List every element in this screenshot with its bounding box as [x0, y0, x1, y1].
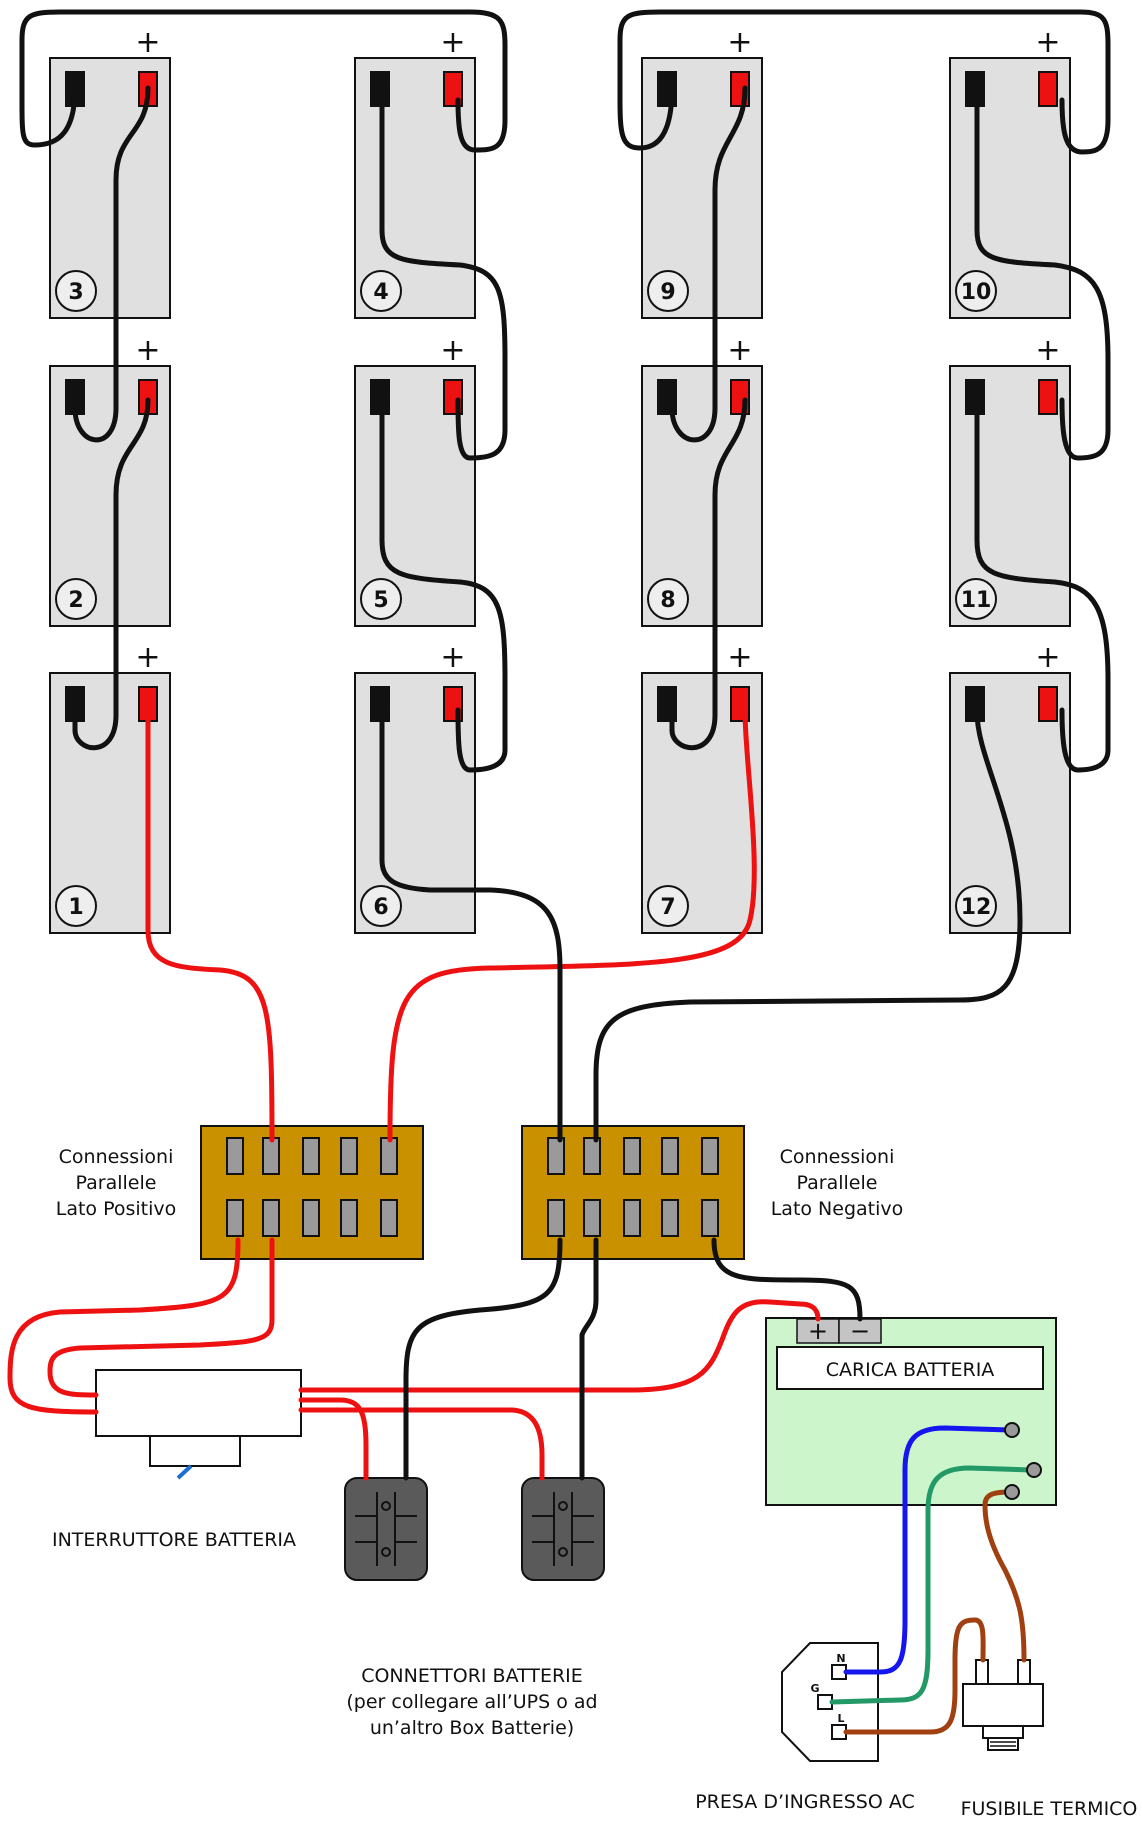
battery-number: 2	[68, 588, 83, 613]
pos-bus-label-line3: Lato Positivo	[56, 1198, 177, 1220]
connectors-label-line2: (per collegare all’UPS o ad	[346, 1691, 597, 1713]
battery-charger: CARICA BATTERIA + −	[765, 1317, 1057, 1506]
positive-terminal	[1038, 686, 1058, 722]
battery-plus-sign: +	[1035, 333, 1060, 368]
battery-plus-sign: +	[727, 640, 752, 675]
battery-plus-sign: +	[135, 333, 160, 368]
battery-number: 3	[68, 280, 83, 305]
battery-plus-sign: +	[135, 25, 160, 60]
neg-bus-label-line3: Lato Negativo	[771, 1198, 904, 1220]
thermal-fuse	[962, 1659, 1044, 1751]
pin-n-label: N	[836, 1652, 845, 1665]
pin-g-label: G	[810, 1682, 819, 1695]
battery-3: +3	[49, 25, 171, 319]
pos-bus-label-line2: Parallele	[76, 1172, 157, 1194]
battery-number: 12	[961, 895, 992, 920]
switch-label: INTERRUTTORE BATTERIA	[52, 1529, 296, 1551]
battery-number: 6	[373, 895, 388, 920]
pin-l-label: L	[837, 1712, 844, 1725]
battery-plus-sign: +	[440, 333, 465, 368]
neg-bus-label-line2: Parallele	[797, 1172, 878, 1194]
battery-7: +7	[641, 640, 763, 934]
fuse-label: FUSIBILE TERMICO	[961, 1798, 1138, 1820]
battery-plus-sign: +	[727, 333, 752, 368]
battery-9: +9	[641, 25, 763, 319]
positive-terminal	[1038, 379, 1058, 415]
battery-plus-sign: +	[135, 640, 160, 675]
battery-switch	[95, 1369, 302, 1480]
battery-number: 9	[660, 280, 675, 305]
connectors-label-line1: CONNETTORI BATTERIE	[361, 1665, 583, 1687]
pos-bus-label-line1: Connessioni	[59, 1146, 174, 1168]
battery-8: +8	[641, 333, 763, 627]
battery-connector-right	[521, 1477, 605, 1581]
battery-plus-sign: +	[440, 640, 465, 675]
battery-number: 11	[961, 588, 992, 613]
positive-bus-bar	[200, 1125, 424, 1260]
battery-4: +4	[354, 25, 476, 319]
battery-connector-left	[344, 1477, 428, 1581]
battery-number: 1	[68, 895, 83, 920]
labels: Connessioni Parallele Lato Positivo Conn…	[52, 1146, 1137, 1820]
battery-2: +2	[49, 333, 171, 627]
battery-number: 4	[373, 280, 388, 305]
connectors-label-line3: un’altro Box Batterie)	[370, 1717, 574, 1739]
charger-label: CARICA BATTERIA	[826, 1359, 995, 1381]
neg-bus-label-line1: Connessioni	[780, 1146, 895, 1168]
battery-number: 8	[660, 588, 675, 613]
battery-bank: +1+2+3+4+5+6+7+8+9+10+11+12	[49, 25, 1071, 934]
battery-1: +1	[49, 640, 171, 934]
battery-12: +12	[949, 640, 1071, 934]
positive-terminal	[1038, 71, 1058, 107]
wires	[7, 9, 1111, 1735]
battery-plus-sign: +	[1035, 25, 1060, 60]
negative-bus-bar	[521, 1125, 745, 1260]
battery-plus-sign: +	[440, 25, 465, 60]
battery-number: 7	[660, 895, 675, 920]
charger-minus-terminal: −	[850, 1317, 870, 1345]
battery-plus-sign: +	[1035, 640, 1060, 675]
battery-plus-sign: +	[727, 25, 752, 60]
positive-terminal	[443, 71, 463, 107]
battery-number: 10	[961, 280, 992, 305]
charger-plus-terminal: +	[808, 1317, 828, 1345]
ac-inlet-label: PRESA D’INGRESSO AC	[695, 1791, 915, 1813]
battery-number: 5	[373, 588, 388, 613]
battery-10: +10	[949, 25, 1071, 319]
